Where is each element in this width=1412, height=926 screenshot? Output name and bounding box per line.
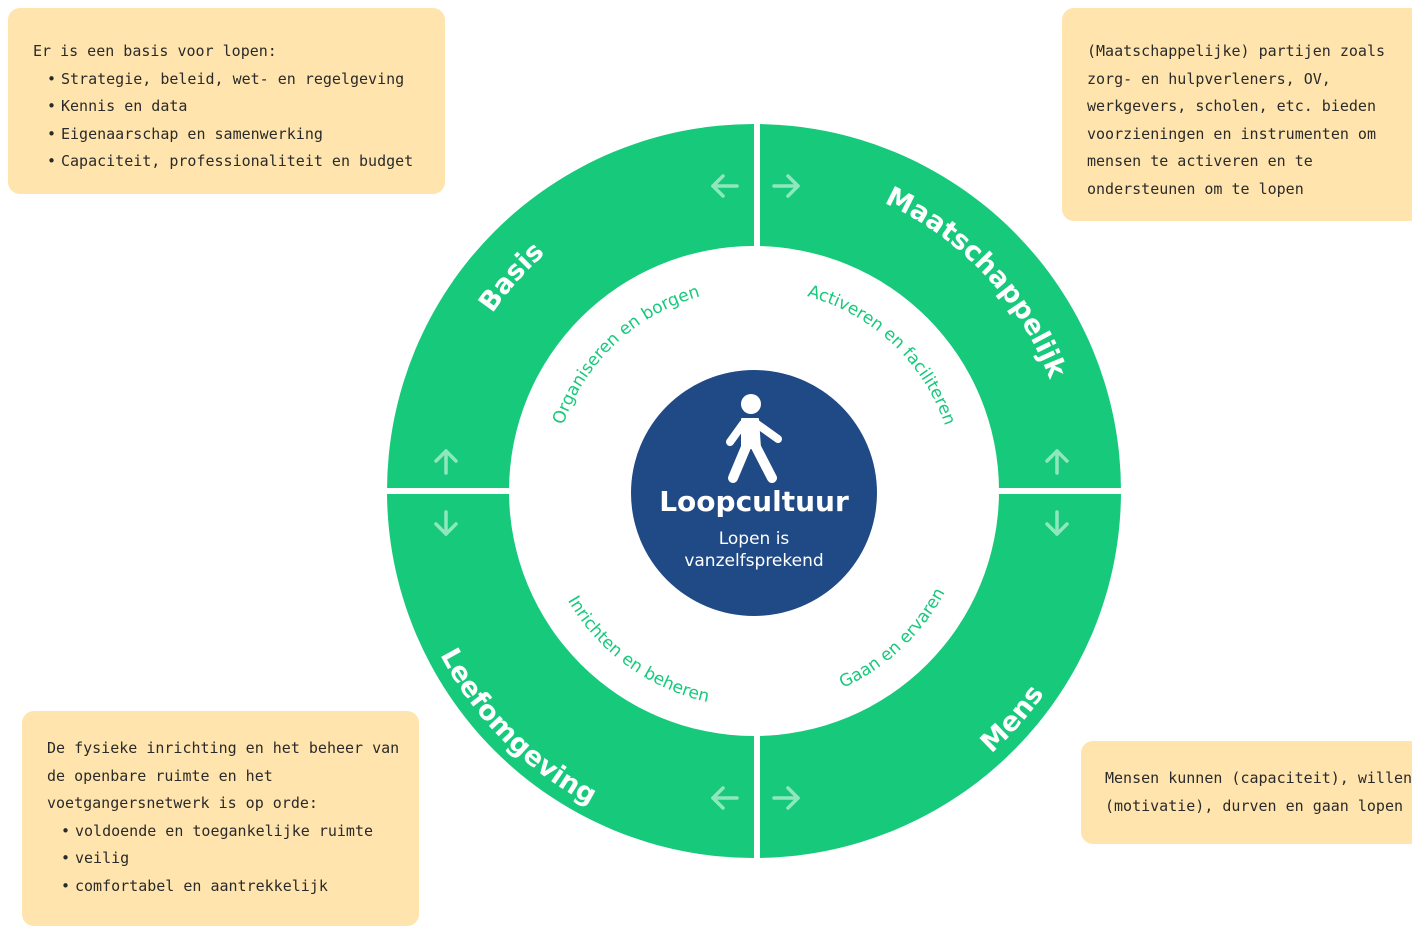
text-line: mensen te activeren en te	[1087, 152, 1313, 170]
ring-divider-bottom	[754, 735, 760, 870]
walking-person-icon	[726, 394, 782, 483]
arrow-right-icon	[772, 786, 800, 810]
center-subtitle-line: Lopen is	[718, 529, 790, 549]
text-line: werkgevers, scholen, etc. bieden	[1087, 97, 1376, 115]
text-line: voetgangersnetwerk is op orde:	[47, 794, 318, 812]
text-line: zorg- en hulpverleners, OV,	[1087, 69, 1331, 88]
list-item: Eigenaarschap en samenwerking	[47, 121, 445, 149]
ring-divider-left	[380, 488, 511, 494]
text-line: De fysieke inrichting en het beheer van	[47, 739, 400, 757]
ring-divider-top	[754, 120, 760, 255]
info-box-leefomgeving: De fysieke inrichting en het beheer van …	[22, 711, 419, 926]
list-item: veilig	[61, 845, 419, 873]
basis-list: Strategie, beleid, wet- en regelgeving K…	[33, 66, 445, 176]
arrow-down-icon	[1045, 510, 1069, 536]
center-subtitle: Lopen is vanzelfsprekend	[632, 528, 876, 572]
basis-intro: Er is een basis voor lopen:	[33, 42, 277, 60]
leefomgeving-list: voldoende en toegankelijke ruimte veilig…	[47, 818, 419, 901]
center-disc	[631, 370, 877, 616]
arrow-down-icon	[434, 510, 458, 536]
list-item: comfortabel en aantrekkelijk	[61, 873, 419, 901]
list-item: Kennis en data	[47, 93, 445, 121]
text-line: voorzieningen en instrumenten om	[1087, 124, 1376, 143]
center-subtitle-line: vanzelfsprekend	[684, 551, 824, 571]
arrow-right-icon	[772, 174, 800, 198]
list-item: Strategie, beleid, wet- en regelgeving	[47, 66, 445, 94]
info-box-basis: Er is een basis voor lopen: Strategie, b…	[8, 8, 445, 194]
info-box-maatschappelijk: (Maatschappelijke) partijen zoals zorg- …	[1062, 8, 1412, 221]
info-box-mens: Mensen kunnen (capaciteit), willen (moti…	[1081, 741, 1412, 844]
arrow-up-icon	[1045, 449, 1069, 475]
arrow-left-icon	[711, 174, 739, 198]
text-line: ondersteunen om te lopen	[1087, 179, 1304, 198]
ring-divider-right	[996, 488, 1127, 494]
text-line: de openbare ruimte en het	[47, 766, 273, 785]
list-item: voldoende en toegankelijke ruimte	[61, 818, 419, 846]
arrow-up-icon	[434, 449, 458, 475]
text-line: (motivatie), durven en gaan lopen	[1105, 796, 1404, 815]
list-item: Capaciteit, professionaliteit en budget	[47, 148, 445, 176]
text-line: Mensen kunnen (capaciteit), willen	[1105, 769, 1412, 787]
text-line: (Maatschappelijke) partijen zoals	[1087, 42, 1386, 60]
arrow-left-icon	[711, 786, 739, 810]
center-title: Loopcultuur	[659, 485, 849, 518]
